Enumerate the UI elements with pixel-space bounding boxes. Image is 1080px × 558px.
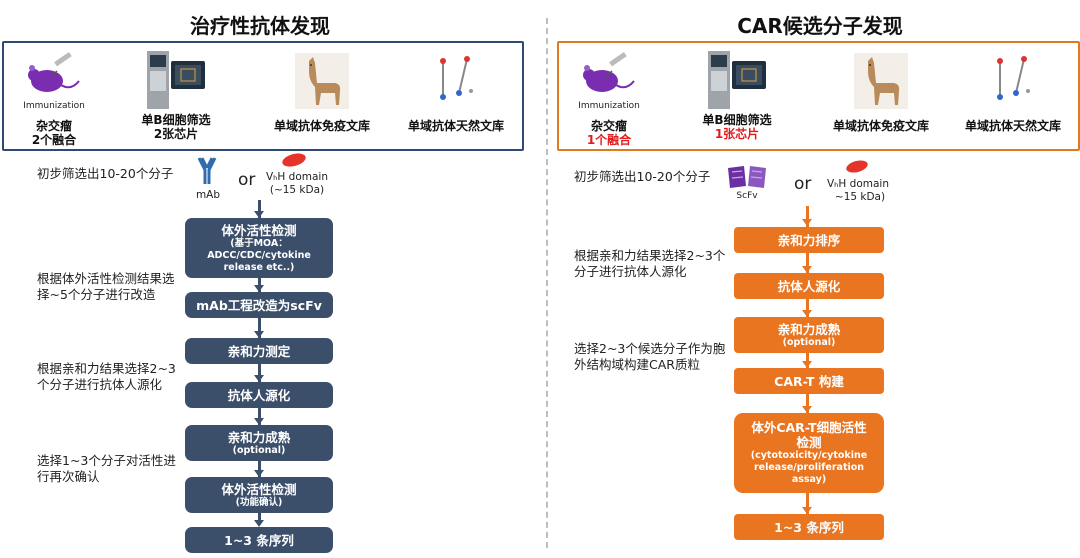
llama-icon (295, 53, 349, 109)
left-vhh-label: VₕH domain (266, 171, 328, 183)
left-arrowhead-4 (254, 375, 264, 382)
left-or-label: or (238, 170, 256, 190)
tile-vhh-naive-label: 单域抗体天然文库 (407, 119, 504, 133)
left-step-affinity: 亲和力测定 (185, 338, 333, 364)
tile-hybridoma-car: Immunization 杂交瘤 1个融合 (573, 51, 645, 147)
right-step-final-sequences: 1~3 条序列 (734, 514, 884, 540)
left-title: 治疗性抗体发现 (190, 14, 330, 38)
right-step-humanization: 抗体人源化 (734, 273, 884, 299)
left-step-humanization: 抗体人源化 (185, 382, 333, 408)
right-note-2: 选择2~3个候选分子作为胞外结构域构建CAR质粒 (574, 341, 726, 372)
llama-icon (854, 53, 908, 109)
left-step-final-sequences: 1~3 条序列 (185, 527, 333, 553)
right-step-affinity-ranking: 亲和力排序 (734, 227, 884, 253)
right-arrowhead-5 (802, 406, 812, 413)
right-note-1: 根据亲和力结果选择2~3个分子进行抗体人源化 (574, 248, 726, 279)
tile-single-b-car-count: 1张芯片 (714, 127, 760, 141)
left-screen-note: 初步筛选出10-20个分子 (37, 166, 174, 181)
tile-vhh-naive-car-label: 单域抗体天然文库 (964, 119, 1061, 133)
tile-vhh-naive: 单域抗体天然文库 (396, 53, 516, 133)
tile-single-b-car-label: 单B细胞筛选 (702, 113, 772, 127)
left-arrowhead-5 (254, 418, 264, 425)
right-arrowhead-6 (802, 507, 812, 514)
right-step-car-t-activity: 体外CAR-T细胞活性 检测 (cytotoxicity/cytokine re… (734, 413, 884, 493)
tile-vhh-naive-car: 单域抗体天然文库 (953, 53, 1073, 133)
tile-vhh-immune-label: 单域抗体免疫文库 (273, 119, 370, 133)
vhh-icon (846, 160, 868, 173)
left-arrowhead-1 (254, 211, 264, 218)
tile-hybridoma-count: 2个融合 (31, 133, 77, 147)
tile-vhh-immune: 单域抗体免疫文库 (262, 53, 382, 133)
tile-hybridoma-label: 杂交瘤 (35, 119, 72, 133)
scfv-label: ScFv (736, 191, 758, 201)
mouse-syringe-icon (583, 51, 635, 92)
instrument-icon (708, 51, 766, 109)
left-step-scfv-engineering: mAb工程改造为scFv (185, 292, 333, 318)
right-or-label: or (794, 174, 812, 194)
mouse-syringe-icon (28, 51, 80, 92)
left-step-function-confirm: 体外活性检测 (功能确认) (185, 477, 333, 513)
right-screen-note: 初步筛选出10-20个分子 (574, 169, 711, 184)
tile-single-b-label: 单B细胞筛选 (141, 113, 211, 127)
tile-single-b-count: 2张芯片 (153, 127, 199, 141)
left-arrowhead-6 (254, 470, 264, 477)
mab-label: mAb (195, 189, 221, 201)
right-arrowhead-2 (802, 266, 812, 273)
right-title: CAR候选分子发现 (737, 14, 903, 38)
tile-hybridoma-car-count: 1个融合 (586, 133, 632, 147)
phage-icon (997, 56, 1030, 100)
tile-single-b-car: 单B细胞筛选 1张芯片 (687, 49, 787, 141)
left-platform-panel: Immunization 杂交瘤 2个融合 单B细胞筛选 2张芯片 单域抗体免疫… (2, 41, 524, 151)
phage-icon (440, 56, 473, 100)
vhh-icon (282, 153, 306, 167)
left-step-affinity-maturation: 亲和力成熟 (optional) (185, 425, 333, 461)
left-step-invitro-activity: 体外活性检测 (基于MOA： ADCC/CDC/cytokine release… (185, 218, 333, 278)
right-vhh-label: VₕH domain (827, 178, 889, 190)
left-arrowhead-7 (254, 520, 264, 527)
left-note-3: 选择1~3个分子对活性进行再次确认 (37, 453, 176, 484)
section-divider (546, 18, 548, 548)
tile-vhh-immune-car: 单域抗体免疫文库 (821, 53, 941, 133)
scfv-icon (728, 166, 766, 188)
right-arrowhead-1 (802, 219, 812, 226)
right-arrowhead-3 (802, 310, 812, 317)
right-vhh-kda: ~15 kDa) (834, 191, 886, 203)
tile-hybridoma-car-label: 杂交瘤 (590, 119, 627, 133)
mab-icon (197, 157, 217, 184)
left-arrowhead-2 (254, 285, 264, 292)
immunization-label: Immunization (578, 101, 640, 111)
right-step-affinity-maturation: 亲和力成熟 (optional) (734, 317, 884, 353)
tile-vhh-immune-car-label: 单域抗体免疫文库 (832, 119, 929, 133)
instrument-icon (147, 51, 205, 109)
tile-hybridoma: Immunization 杂交瘤 2个融合 (18, 51, 90, 147)
tile-single-b: 单B细胞筛选 2张芯片 (126, 49, 226, 141)
right-step-car-t-construction: CAR-T 构建 (734, 368, 884, 394)
left-note-2: 根据亲和力结果选择2~3个分子进行抗体人源化 (37, 361, 176, 392)
immunization-label: Immunization (23, 101, 85, 111)
left-note-1: 根据体外活性检测结果选择~5个分子进行改造 (37, 271, 175, 302)
left-vhh-kda: (~15 kDa) (269, 184, 325, 196)
left-arrowhead-3 (254, 331, 264, 338)
right-platform-panel: Immunization 杂交瘤 1个融合 单B细胞筛选 1张芯片 单域抗体免疫… (557, 41, 1080, 151)
right-arrowhead-4 (802, 361, 812, 368)
